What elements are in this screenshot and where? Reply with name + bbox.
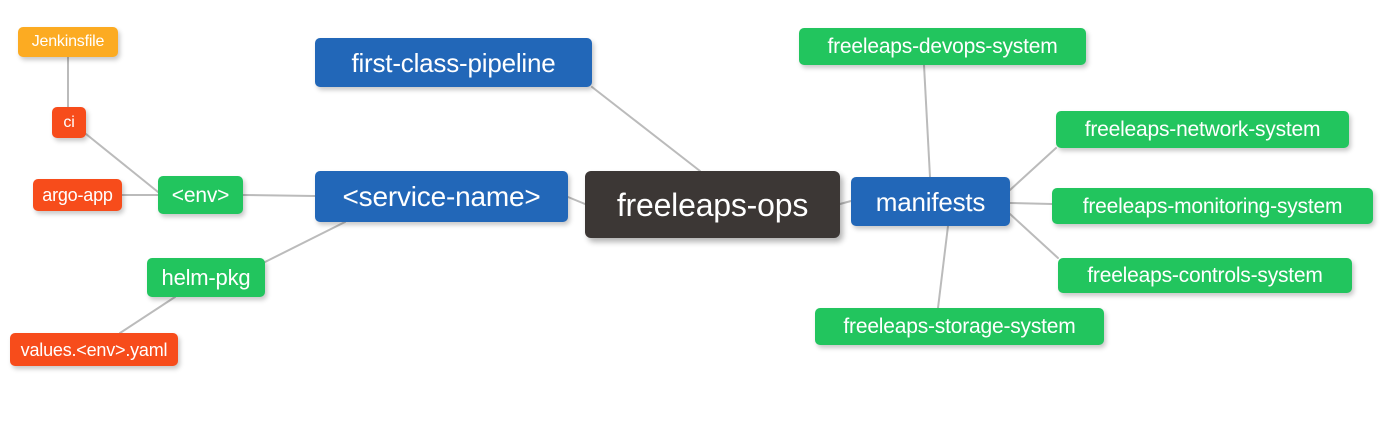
edge-service-name-to-helm-pkg [264, 221, 346, 263]
node-service-name[interactable]: <service-name> [315, 171, 568, 222]
node-values-env-yaml[interactable]: values.<env>.yaml [10, 333, 178, 366]
node-argo-app[interactable]: argo-app [33, 179, 122, 211]
node-freeleaps-storage-system[interactable]: freeleaps-storage-system [815, 308, 1104, 345]
node-freeleaps-network-system[interactable]: freeleaps-network-system [1056, 111, 1349, 148]
edge-manifests-to-freeleaps-storage-system [937, 225, 949, 309]
node-freeleaps-devops-system[interactable]: freeleaps-devops-system [799, 28, 1086, 65]
node-first-class-pipeline[interactable]: first-class-pipeline [315, 38, 592, 87]
edge-manifests-to-freeleaps-controls-system [1009, 213, 1059, 259]
edge-manifests-to-freeleaps-monitoring-system [1009, 202, 1053, 205]
edge-manifests-to-freeleaps-network-system [1009, 147, 1057, 191]
node-manifests[interactable]: manifests [851, 177, 1010, 226]
edge-manifests-to-freeleaps-devops-system [923, 64, 931, 178]
node-freeleaps-controls-system[interactable]: freeleaps-controls-system [1058, 258, 1352, 293]
node-jenkinsfile[interactable]: Jenkinsfile [18, 27, 118, 57]
edge-freeleaps-ops-to-service-name [567, 196, 586, 205]
node-env[interactable]: <env> [158, 176, 243, 214]
node-helm-pkg[interactable]: helm-pkg [147, 258, 265, 297]
edge-helm-pkg-to-values-env-yaml [119, 296, 176, 334]
node-ci[interactable]: ci [52, 107, 86, 138]
node-freeleaps-ops[interactable]: freeleaps-ops [585, 171, 840, 238]
edge-service-name-to-env [242, 194, 316, 197]
edge-first-class-pipeline-to-freeleaps-ops [591, 86, 701, 172]
node-freeleaps-monitoring-system[interactable]: freeleaps-monitoring-system [1052, 188, 1373, 224]
edge-freeleaps-ops-to-manifests [839, 200, 852, 205]
